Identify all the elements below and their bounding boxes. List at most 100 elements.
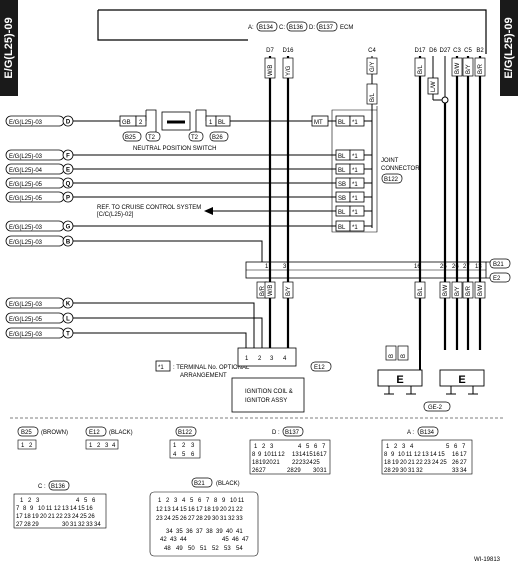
ecm-legend-d-conn: B137 <box>319 25 334 31</box>
svg-text:34: 34 <box>166 529 173 535</box>
ref-node-d: D <box>66 120 71 126</box>
svg-text:18: 18 <box>204 507 211 513</box>
svg-text:14: 14 <box>430 452 437 458</box>
svg-text:5: 5 <box>182 452 186 458</box>
svg-text:52: 52 <box>212 546 219 552</box>
wire-junction-dot <box>441 96 449 104</box>
svg-text:9: 9 <box>391 452 395 458</box>
svg-text:30: 30 <box>313 468 320 474</box>
svg-text:26: 26 <box>452 460 459 466</box>
ecm-pin-d7: D7 <box>266 48 274 54</box>
ecm-box: A: B134 C: B136 D: B137 ECM <box>97 9 487 54</box>
mid-pin-26: 26 <box>452 264 459 270</box>
ecm-pin-c3: C3 <box>453 48 461 54</box>
svg-text:21: 21 <box>48 514 55 520</box>
svg-text:22: 22 <box>56 514 63 520</box>
face-b134-conn: B134 <box>420 430 435 436</box>
ref-node-q: Q <box>66 182 71 188</box>
tag-low-8: B/W <box>478 284 484 296</box>
svg-text:31: 31 <box>220 516 227 522</box>
svg-text:2: 2 <box>28 498 32 504</box>
svg-text:25: 25 <box>80 514 87 520</box>
svg-text:1: 1 <box>20 498 24 504</box>
svg-text:5: 5 <box>84 498 88 504</box>
tag-b-w-top: B/W <box>455 62 461 74</box>
svg-text:15: 15 <box>180 507 187 513</box>
svg-text:3: 3 <box>402 444 406 450</box>
svg-text:14: 14 <box>70 506 77 512</box>
svg-text:21: 21 <box>273 460 280 466</box>
svg-text:13: 13 <box>292 452 299 458</box>
svg-text:25: 25 <box>172 516 179 522</box>
mid-pin-27: 27 <box>463 264 470 270</box>
cruise-ref-line1: REF. TO CRUISE CONTROL SYSTEM <box>97 205 201 211</box>
svg-text:29: 29 <box>294 468 301 474</box>
svg-text:17: 17 <box>196 507 203 513</box>
svg-text:28: 28 <box>384 468 391 474</box>
cruise-ref-line2: [C/C(L25)-02] <box>97 212 134 218</box>
nps-label: NEUTRAL POSITION SWITCH <box>133 146 216 152</box>
ign-label-2: IGNITOR ASSY <box>245 398 287 404</box>
svg-text:26: 26 <box>252 468 259 474</box>
svg-text:12: 12 <box>156 507 163 513</box>
jc-tag-sb-1: SB <box>338 182 346 188</box>
face-b122-conn: B122 <box>178 430 193 436</box>
face-b137-prefix: D : <box>272 430 280 436</box>
jc-tag-bl-5: BL <box>338 225 346 231</box>
ecm-pin-d6: D6 <box>429 48 437 54</box>
ecm-legend-c-conn: B136 <box>289 25 304 31</box>
b25-p1: 1 <box>21 443 25 449</box>
svg-text:6: 6 <box>191 452 195 458</box>
ecm-legend-c-oval <box>286 21 308 32</box>
nps-t2b: T2 <box>191 135 199 141</box>
mid-pin-3: 3 <box>283 264 287 270</box>
jc-tag-st-1: *1 <box>352 120 358 126</box>
ecm-pin-c5: C5 <box>464 48 472 54</box>
ign-conn: E12 <box>314 365 325 371</box>
ref-label-d: E/G(L25)-03 <box>9 120 43 126</box>
tag-g-y-top: G/Y <box>370 62 376 72</box>
svg-text:13: 13 <box>62 506 69 512</box>
grounds: B B E E GE-2 <box>377 345 485 412</box>
svg-text:46: 46 <box>232 537 239 543</box>
joint-connector: MT BL *1 BL *1 BL *1 SB *1 SB *1 BL *1 B… <box>311 83 420 233</box>
face-e12-conn: E12 <box>89 430 100 436</box>
jc-label-1: JOINT <box>381 158 399 164</box>
svg-text:35: 35 <box>176 529 183 535</box>
svg-text:33: 33 <box>452 468 459 474</box>
jc-tag-st-2: *1 <box>352 154 358 160</box>
svg-text:10: 10 <box>230 498 237 504</box>
jc-tag-sb-2: SB <box>338 196 346 202</box>
svg-text:8: 8 <box>23 506 27 512</box>
connector-faces: B25 (BROWN) 1 2 E12 (BLACK) 1 2 3 4 B122… <box>13 426 473 557</box>
svg-text:40: 40 <box>226 529 233 535</box>
nps-b26: B26 <box>212 135 223 141</box>
svg-text:7: 7 <box>16 506 20 512</box>
svg-text:34: 34 <box>94 522 101 528</box>
nps-gb: GB <box>122 120 131 126</box>
tag-low-5: B/W <box>443 284 449 296</box>
ref-label-t: E/G(L25)-03 <box>9 332 43 338</box>
svg-text:18: 18 <box>252 460 259 466</box>
svg-text:11: 11 <box>238 498 245 504</box>
svg-text:19: 19 <box>212 507 219 513</box>
svg-text:2: 2 <box>97 443 101 449</box>
top-wire-tags: W/B Y/G G/Y B/L B/W B/Y B/R <box>264 57 486 79</box>
svg-text:30: 30 <box>400 468 407 474</box>
svg-text:20: 20 <box>266 460 273 466</box>
svg-text:2: 2 <box>394 444 398 450</box>
svg-text:2: 2 <box>166 498 170 504</box>
tag-b-l-top: B/L <box>418 64 424 74</box>
ignition-coil: 1 2 3 4 IGNITION COIL & IGNITOR ASSY E12 <box>231 347 332 413</box>
svg-text:1: 1 <box>254 444 258 450</box>
ecm-pin-b2: B2 <box>476 48 484 54</box>
svg-text:3: 3 <box>191 443 195 449</box>
svg-text:20: 20 <box>40 514 47 520</box>
svg-text:24: 24 <box>306 460 313 466</box>
jc-tag-st-3: *1 <box>352 168 358 174</box>
svg-text:13: 13 <box>422 452 429 458</box>
svg-text:8: 8 <box>384 452 388 458</box>
jc-tag-vertical: B/L <box>370 92 376 102</box>
jc-tag-st-6: *1 <box>352 210 358 216</box>
svg-text:4: 4 <box>298 444 302 450</box>
